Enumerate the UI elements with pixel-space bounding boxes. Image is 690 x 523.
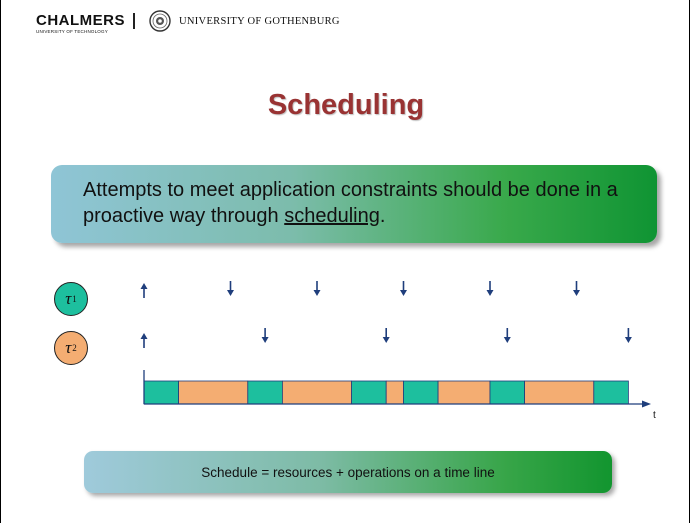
task-1-deadline-arrow-head [486,290,494,296]
task-2-deadline-arrow-head [261,337,269,343]
task-2-segment [524,380,595,405]
task-1-events [140,281,580,298]
task-1-index: 1 [72,294,77,304]
task-1-symbol: τ [65,289,72,308]
task-1-deadline-arrow-head [313,290,321,296]
task-2-deadline-arrow-head [624,337,632,343]
task-2-release-arrow-head [140,333,148,339]
task-2-segment [385,380,404,405]
task-2-deadline-arrow [382,328,390,343]
task-1-segment [351,380,387,405]
header: CHALMERS UNIVERSITY OF TECHNOLOGY UNIVER… [1,0,690,44]
task-1-segment [593,380,629,405]
scheduling-keyword: scheduling [284,205,380,227]
task-2-segment [178,380,249,405]
task-2-index: 2 [72,343,77,353]
task-2-release-arrow [140,333,148,348]
university-seal-icon [149,10,171,32]
task-1-release-arrow [140,283,148,298]
task-2-deadline-arrow [503,328,511,343]
intro-text-after: . [379,205,386,227]
schedule-bar [143,380,629,405]
task-1-deadline-arrow [313,281,321,296]
summary-box: Schedule = resources + operations on a t… [84,451,612,493]
task-1-deadline-arrow [227,281,234,296]
chalmers-logo: CHALMERS [36,12,125,29]
intro-text: Attempts to meet application constraints… [83,177,627,229]
task-2-segment [437,380,491,405]
task-1-segment [143,380,179,405]
task-2-deadline-arrow-head [382,337,390,343]
task-1-segment [403,380,439,405]
summary-text: Schedule = resources + operations on a t… [201,464,495,480]
task-2-deadline-arrow [624,328,632,343]
time-axis-label: t [653,410,656,421]
task-2-events [140,328,632,348]
gothenburg-logo: UNIVERSITY OF GOTHENBURG [179,16,340,27]
chalmers-logo-subtitle: UNIVERSITY OF TECHNOLOGY [36,29,108,34]
task-1-segment [247,380,283,405]
intro-text-before: Attempts to meet application constraints… [83,179,618,227]
task-2-segment [281,380,352,405]
logo-divider [133,13,135,29]
slide-title: Scheduling [267,89,425,121]
task-1-deadline-arrow-head [227,290,234,296]
task-1-deadline-arrow-head [573,290,580,296]
intro-box: Attempts to meet application constraints… [51,165,657,243]
task-2-deadline-arrow [261,328,269,343]
task-2-deadline-arrow-head [503,337,511,343]
task-1-deadline-arrow-head [400,290,407,296]
task-2-symbol: τ [65,338,72,357]
task-1-deadline-arrow [400,281,407,296]
task-1-segment [489,380,525,405]
time-axis-arrowhead [642,400,651,408]
task-1-deadline-arrow [486,281,494,296]
task-1-release-arrow-head [140,283,148,289]
task-1-deadline-arrow [573,281,580,296]
